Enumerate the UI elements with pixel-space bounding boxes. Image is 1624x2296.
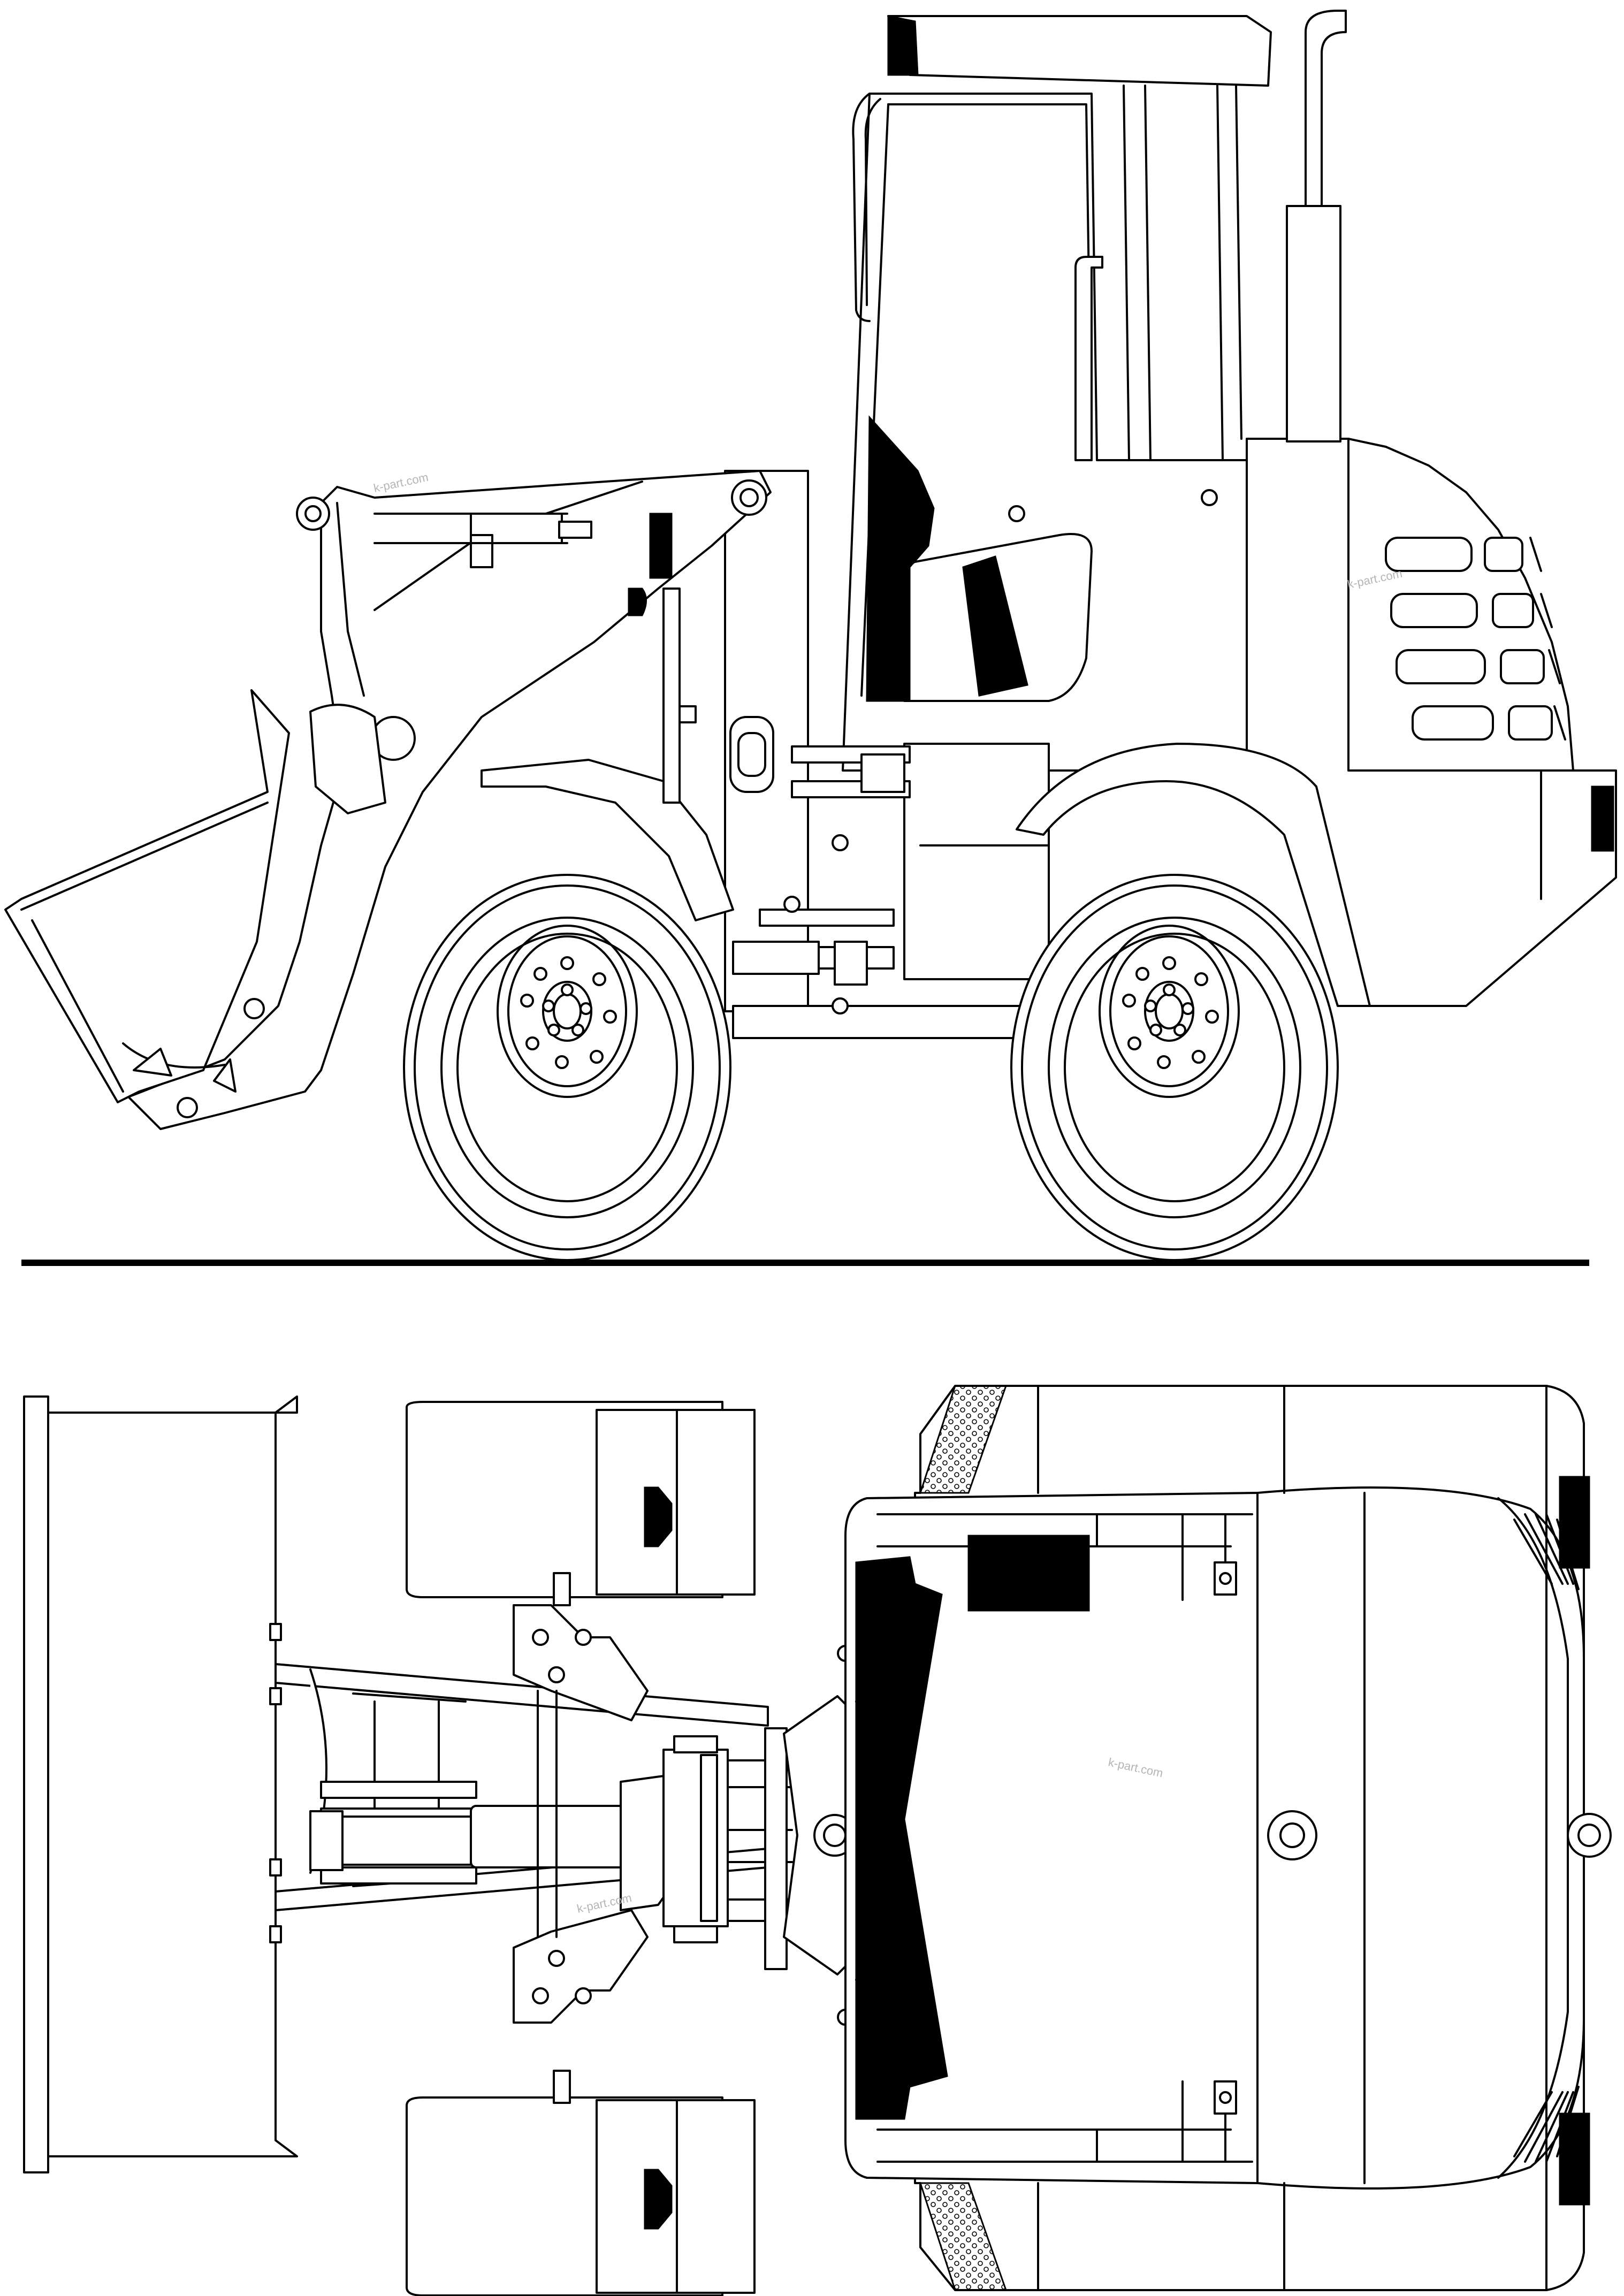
engine-grille <box>1385 537 1566 741</box>
top-boom-arms <box>275 1663 793 1970</box>
ground-line <box>21 1260 1589 1266</box>
cab-door-pillar <box>866 415 935 702</box>
cab <box>842 15 1272 772</box>
rear-fender <box>1016 743 1371 1007</box>
top-bucket <box>23 1395 298 2173</box>
top-left-step <box>919 1385 1008 1494</box>
top-roof-block <box>967 1535 1090 1612</box>
rear-wheel <box>1010 874 1339 1261</box>
top-cab-windshield <box>855 1556 948 2120</box>
exhaust-stack <box>1286 10 1347 443</box>
top-view: k-part.com k-part.com <box>23 1385 1612 2296</box>
side-view: k-part.com k-part.com <box>4 10 1617 1266</box>
top-front-tyres <box>406 1401 756 2296</box>
frame <box>678 470 1323 1039</box>
watermark-side-cab: k-part.com <box>372 470 430 495</box>
top-rear-body <box>844 1385 1612 2291</box>
top-right-step <box>919 2182 1008 2291</box>
front-wheel <box>403 874 731 1261</box>
loader-arm <box>127 470 772 1130</box>
top-rear-light-right <box>1559 2112 1590 2206</box>
rear-light <box>1591 785 1614 852</box>
bucket <box>4 689 290 1118</box>
top-rear-light-left <box>1559 1476 1590 1569</box>
rear-hood <box>1246 438 1617 1007</box>
